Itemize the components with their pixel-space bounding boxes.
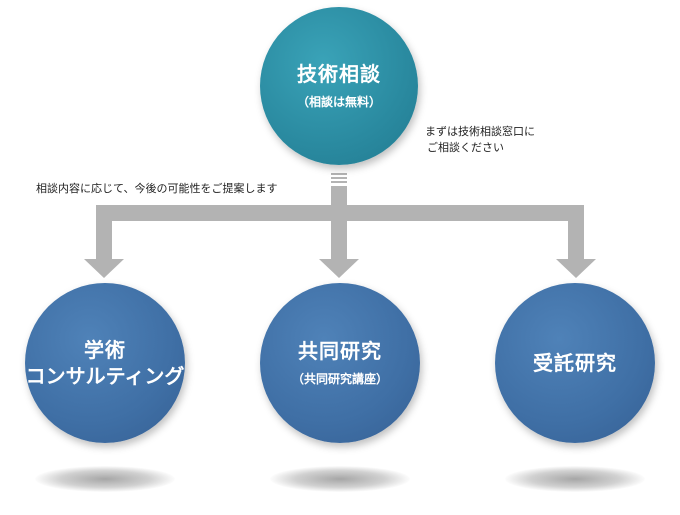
node-title-line2: コンサルティング — [25, 364, 185, 388]
node-joint-research: 共同研究 （共同研究講座） — [260, 283, 420, 443]
arrow-down-right — [556, 205, 596, 278]
note-proposal: 相談内容に応じて、今後の可能性をご提案します — [36, 182, 278, 195]
shadow-middle — [270, 466, 410, 492]
node-title: 学術 — [84, 338, 126, 362]
node-subtitle: （相談は無料） — [296, 95, 381, 109]
node-title: 技術相談 — [297, 62, 381, 86]
node-academic-consulting: 学術 コンサルティング — [25, 283, 185, 443]
node-title: 受託研究 — [533, 351, 617, 375]
note-line: まずは技術相談窓口に — [425, 125, 535, 138]
connector-stub — [331, 173, 347, 183]
trunk — [331, 186, 347, 208]
shadow-right — [505, 466, 645, 492]
node-contract-research: 受託研究 — [495, 283, 655, 443]
arrow-down-middle — [319, 205, 359, 278]
node-title: 共同研究 — [298, 339, 382, 363]
arrow-down-left — [84, 205, 124, 278]
note-line: ご相談ください — [427, 141, 504, 154]
note-consult-window: まずは技術相談窓口に ご相談ください — [425, 124, 535, 156]
node-technical-consultation: 技術相談 （相談は無料） — [260, 7, 418, 165]
node-subtitle: （共同研究講座） — [291, 372, 388, 386]
shadow-left — [35, 466, 175, 492]
